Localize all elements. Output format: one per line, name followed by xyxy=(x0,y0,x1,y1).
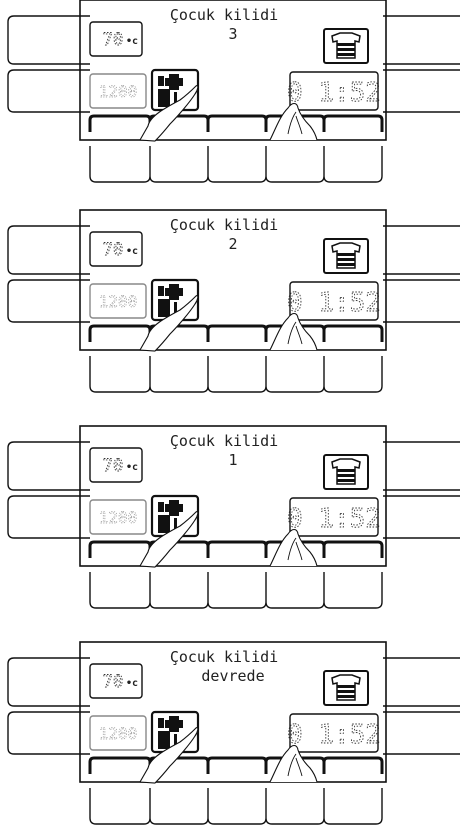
spin-value: 1200 xyxy=(99,508,138,527)
hard-keys xyxy=(90,788,382,824)
softkey-strip xyxy=(90,326,382,342)
temperature-value: 70 xyxy=(103,456,123,476)
hard-keys xyxy=(90,356,382,392)
side-button-left-top xyxy=(8,442,90,490)
lock-countdown: devrede xyxy=(201,667,264,685)
side-button-left-bottom xyxy=(8,496,90,538)
temperature-unit: •c xyxy=(126,462,138,473)
hard-keys xyxy=(90,572,382,608)
temperature-unit: •c xyxy=(126,36,138,47)
temperature-unit: •c xyxy=(126,246,138,257)
softkey-strip xyxy=(90,758,382,774)
shirt-icon xyxy=(324,29,368,63)
lock-title: Çocuk kilidi xyxy=(170,216,278,234)
pressing-finger-right-icon xyxy=(270,104,317,141)
lock-title: Çocuk kilidi xyxy=(170,648,278,666)
shirt-icon xyxy=(324,455,368,489)
remaining-time: 0 1:52 xyxy=(287,504,381,534)
temperature-value: 70 xyxy=(103,30,123,50)
temperature-value: 70 xyxy=(103,240,123,260)
softkey-strip xyxy=(90,116,382,132)
remaining-time: 0 1:52 xyxy=(287,288,381,318)
remaining-time: 0 1:52 xyxy=(287,78,381,108)
side-button-left-bottom xyxy=(8,280,90,322)
temperature-value: 70 xyxy=(103,672,123,692)
shirt-icon xyxy=(324,671,368,705)
hard-keys xyxy=(90,146,382,182)
pressing-finger-right-icon xyxy=(270,314,317,351)
side-button-left-top xyxy=(8,658,90,706)
side-button-left-top xyxy=(8,226,90,274)
side-button-left-top xyxy=(8,16,90,64)
softkey-strip xyxy=(90,542,382,558)
remaining-time: 0 1:52 xyxy=(287,720,381,750)
lock-countdown: 3 xyxy=(228,25,237,43)
pressing-finger-right-icon xyxy=(270,746,317,783)
lock-countdown: 2 xyxy=(228,235,237,253)
spin-value: 1200 xyxy=(99,292,138,311)
pressing-finger-right-icon xyxy=(270,530,317,567)
temperature-unit: •c xyxy=(126,678,138,689)
lock-title: Çocuk kilidi xyxy=(170,6,278,24)
spin-value: 1200 xyxy=(99,82,138,101)
side-button-left-bottom xyxy=(8,712,90,754)
side-button-left-bottom xyxy=(8,70,90,112)
lock-countdown: 1 xyxy=(228,451,237,469)
shirt-icon xyxy=(324,239,368,273)
lock-title: Çocuk kilidi xyxy=(170,432,278,450)
spin-value: 1200 xyxy=(99,724,138,743)
